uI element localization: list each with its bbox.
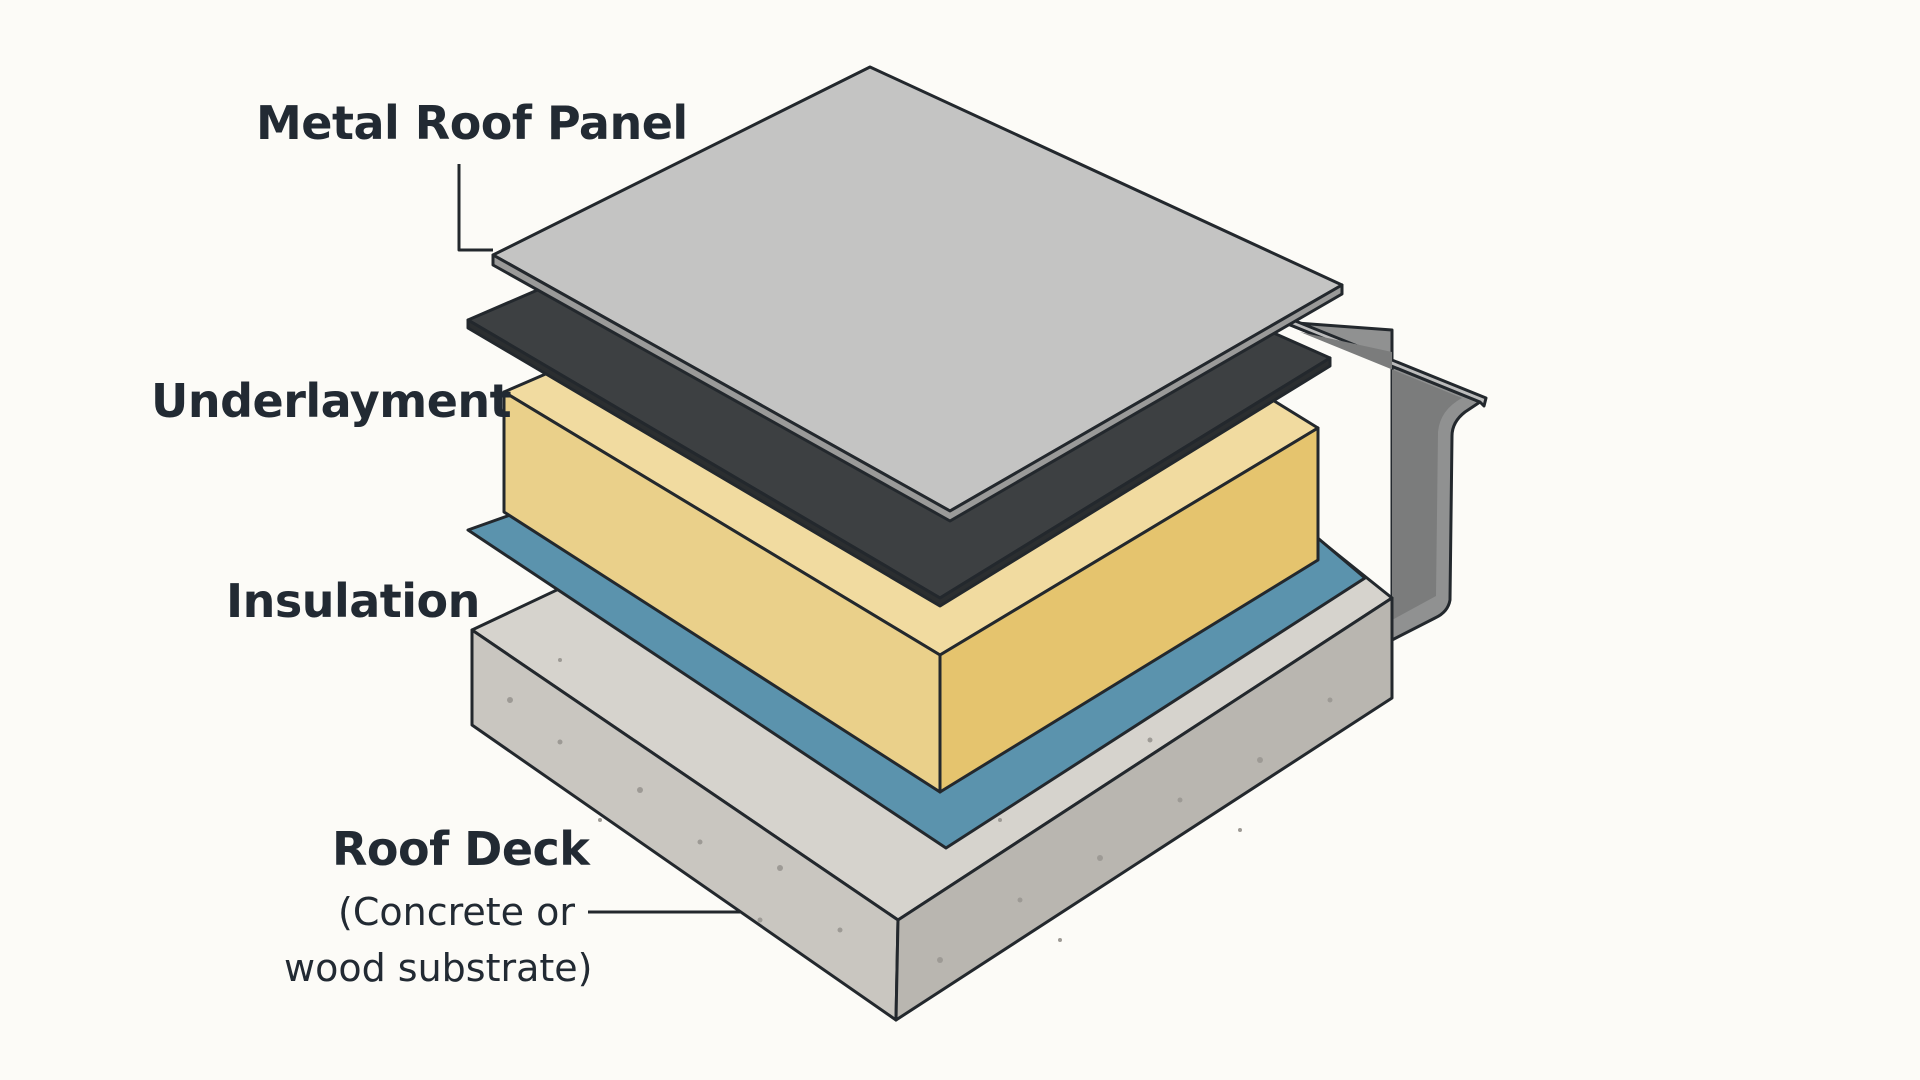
- underlayment-edge: [466, 318, 1332, 608]
- roof-deck-note-line2: wood substrate): [284, 946, 593, 990]
- insulation-label: Insulation: [226, 574, 480, 628]
- roof-deck-right-face: [894, 596, 1394, 1022]
- metal-panel-edge: [491, 253, 1344, 523]
- gutter-inner-shadow: [1300, 332, 1462, 620]
- roof-deck-note-line1: (Concrete or: [338, 890, 575, 934]
- insulation-right-face: [938, 426, 1320, 794]
- metal-panel-leader-line: [457, 164, 493, 252]
- concrete-speckles: [507, 658, 1333, 963]
- metal-panel-layer: [491, 65, 1344, 523]
- roof-deck-label: Roof Deck: [332, 822, 590, 876]
- gutter-trim: [1281, 316, 1488, 642]
- metal-roof-panel-label: Metal Roof Panel: [256, 96, 688, 150]
- underlayment-label: Underlayment: [151, 374, 512, 428]
